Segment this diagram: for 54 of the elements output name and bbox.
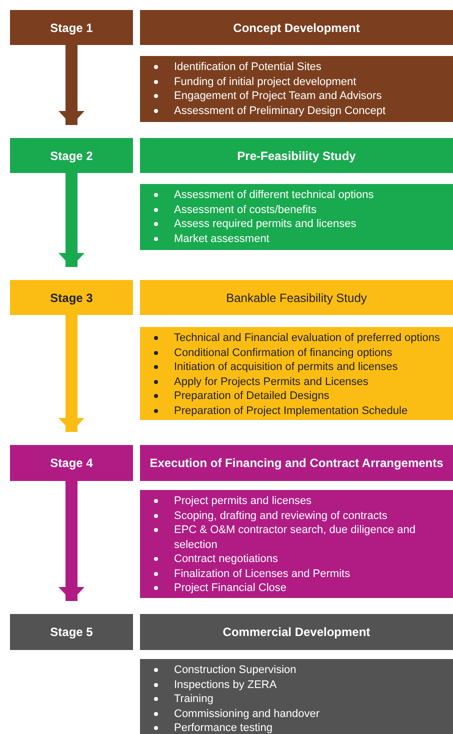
stage-title: Pre-Feasibility Study: [237, 148, 356, 162]
stage-title-box: [140, 10, 453, 45]
bullet-item: Commissioning and handover: [174, 706, 320, 721]
bullet-item: Finalization of Licenses and Permits: [174, 566, 350, 581]
bullet-item: Project permits and licenses: [174, 494, 312, 508]
stage-box: [10, 10, 133, 45]
activity-box: [140, 659, 453, 734]
bullet-item: Assessment of different technical options: [174, 188, 374, 202]
stage-box: [10, 445, 133, 481]
stage-title: Commercial Development: [222, 625, 370, 639]
bullet-item: Project Financial Close: [174, 581, 286, 596]
stage-label: Stage 3: [50, 290, 93, 304]
bullet-item: Assessment of Preliminary Design Concept: [174, 104, 386, 118]
bullet-item: Market assessment: [174, 232, 270, 246]
bullet-item: Initiation of acquisition of permits and licenses: [174, 360, 398, 374]
stage-title: Concept Development: [233, 20, 360, 34]
bullet-item: Performance testing: [174, 721, 272, 734]
arrow: [58, 173, 84, 267]
stage-title-box: [140, 138, 453, 173]
bullet-item: Contract negotiations: [174, 552, 278, 566]
stage-title-box: [140, 614, 453, 650]
bullet-item: Preparation of Detailed Designs: [174, 389, 330, 404]
arrow: [58, 315, 84, 432]
stage-box: [10, 138, 133, 173]
bullet-item: Training: [174, 692, 214, 706]
stage-label: Stage 2: [50, 148, 93, 162]
stage-label: Stage 5: [50, 625, 93, 639]
activity-box: [140, 327, 453, 420]
stage-box: [10, 614, 133, 650]
stage-title-box: [140, 280, 453, 315]
arrow: [58, 481, 84, 601]
arrow: [58, 45, 84, 125]
bullet-item: Conditional Confirmation of financing options: [174, 346, 392, 360]
activity-box: [140, 184, 453, 250]
bullet-item: EPC & O&M contractor search, due diligence and selection: [174, 523, 417, 552]
stage-title: Execution of Financing and Contract Arrangements: [150, 456, 444, 470]
bullet-item: Scoping, drafting and reviewing of contracts: [174, 508, 388, 523]
stage-label: Stage 1: [50, 20, 93, 34]
bullet-item: Inspections by ZERA: [174, 678, 277, 692]
bullet-item: Identification of Potential Sites: [174, 60, 322, 74]
stage-box: [10, 280, 133, 315]
bullet-item: Assessment of costs/benefits: [174, 202, 316, 217]
stage-title-box: [140, 445, 453, 481]
bullet-item: Engagement of Project Team and Advisors: [174, 89, 382, 104]
stage-label: Stage 4: [50, 456, 93, 470]
bullet-item: Apply for Projects Permits and Licenses: [174, 374, 368, 389]
bullet-item: Technical and Financial evaluation of preferred options: [174, 331, 440, 346]
activity-box: [140, 56, 453, 122]
stage-title: Bankable Feasibility Study: [226, 290, 367, 304]
bullet-item: Preparation of Project Implementation Schedule: [174, 404, 408, 418]
activity-box: [140, 490, 453, 598]
bullet-item: Funding of initial project development: [174, 74, 356, 89]
bullet-item: Assess required permits and licenses: [174, 217, 356, 232]
bullet-item: Construction Supervision: [174, 663, 296, 678]
